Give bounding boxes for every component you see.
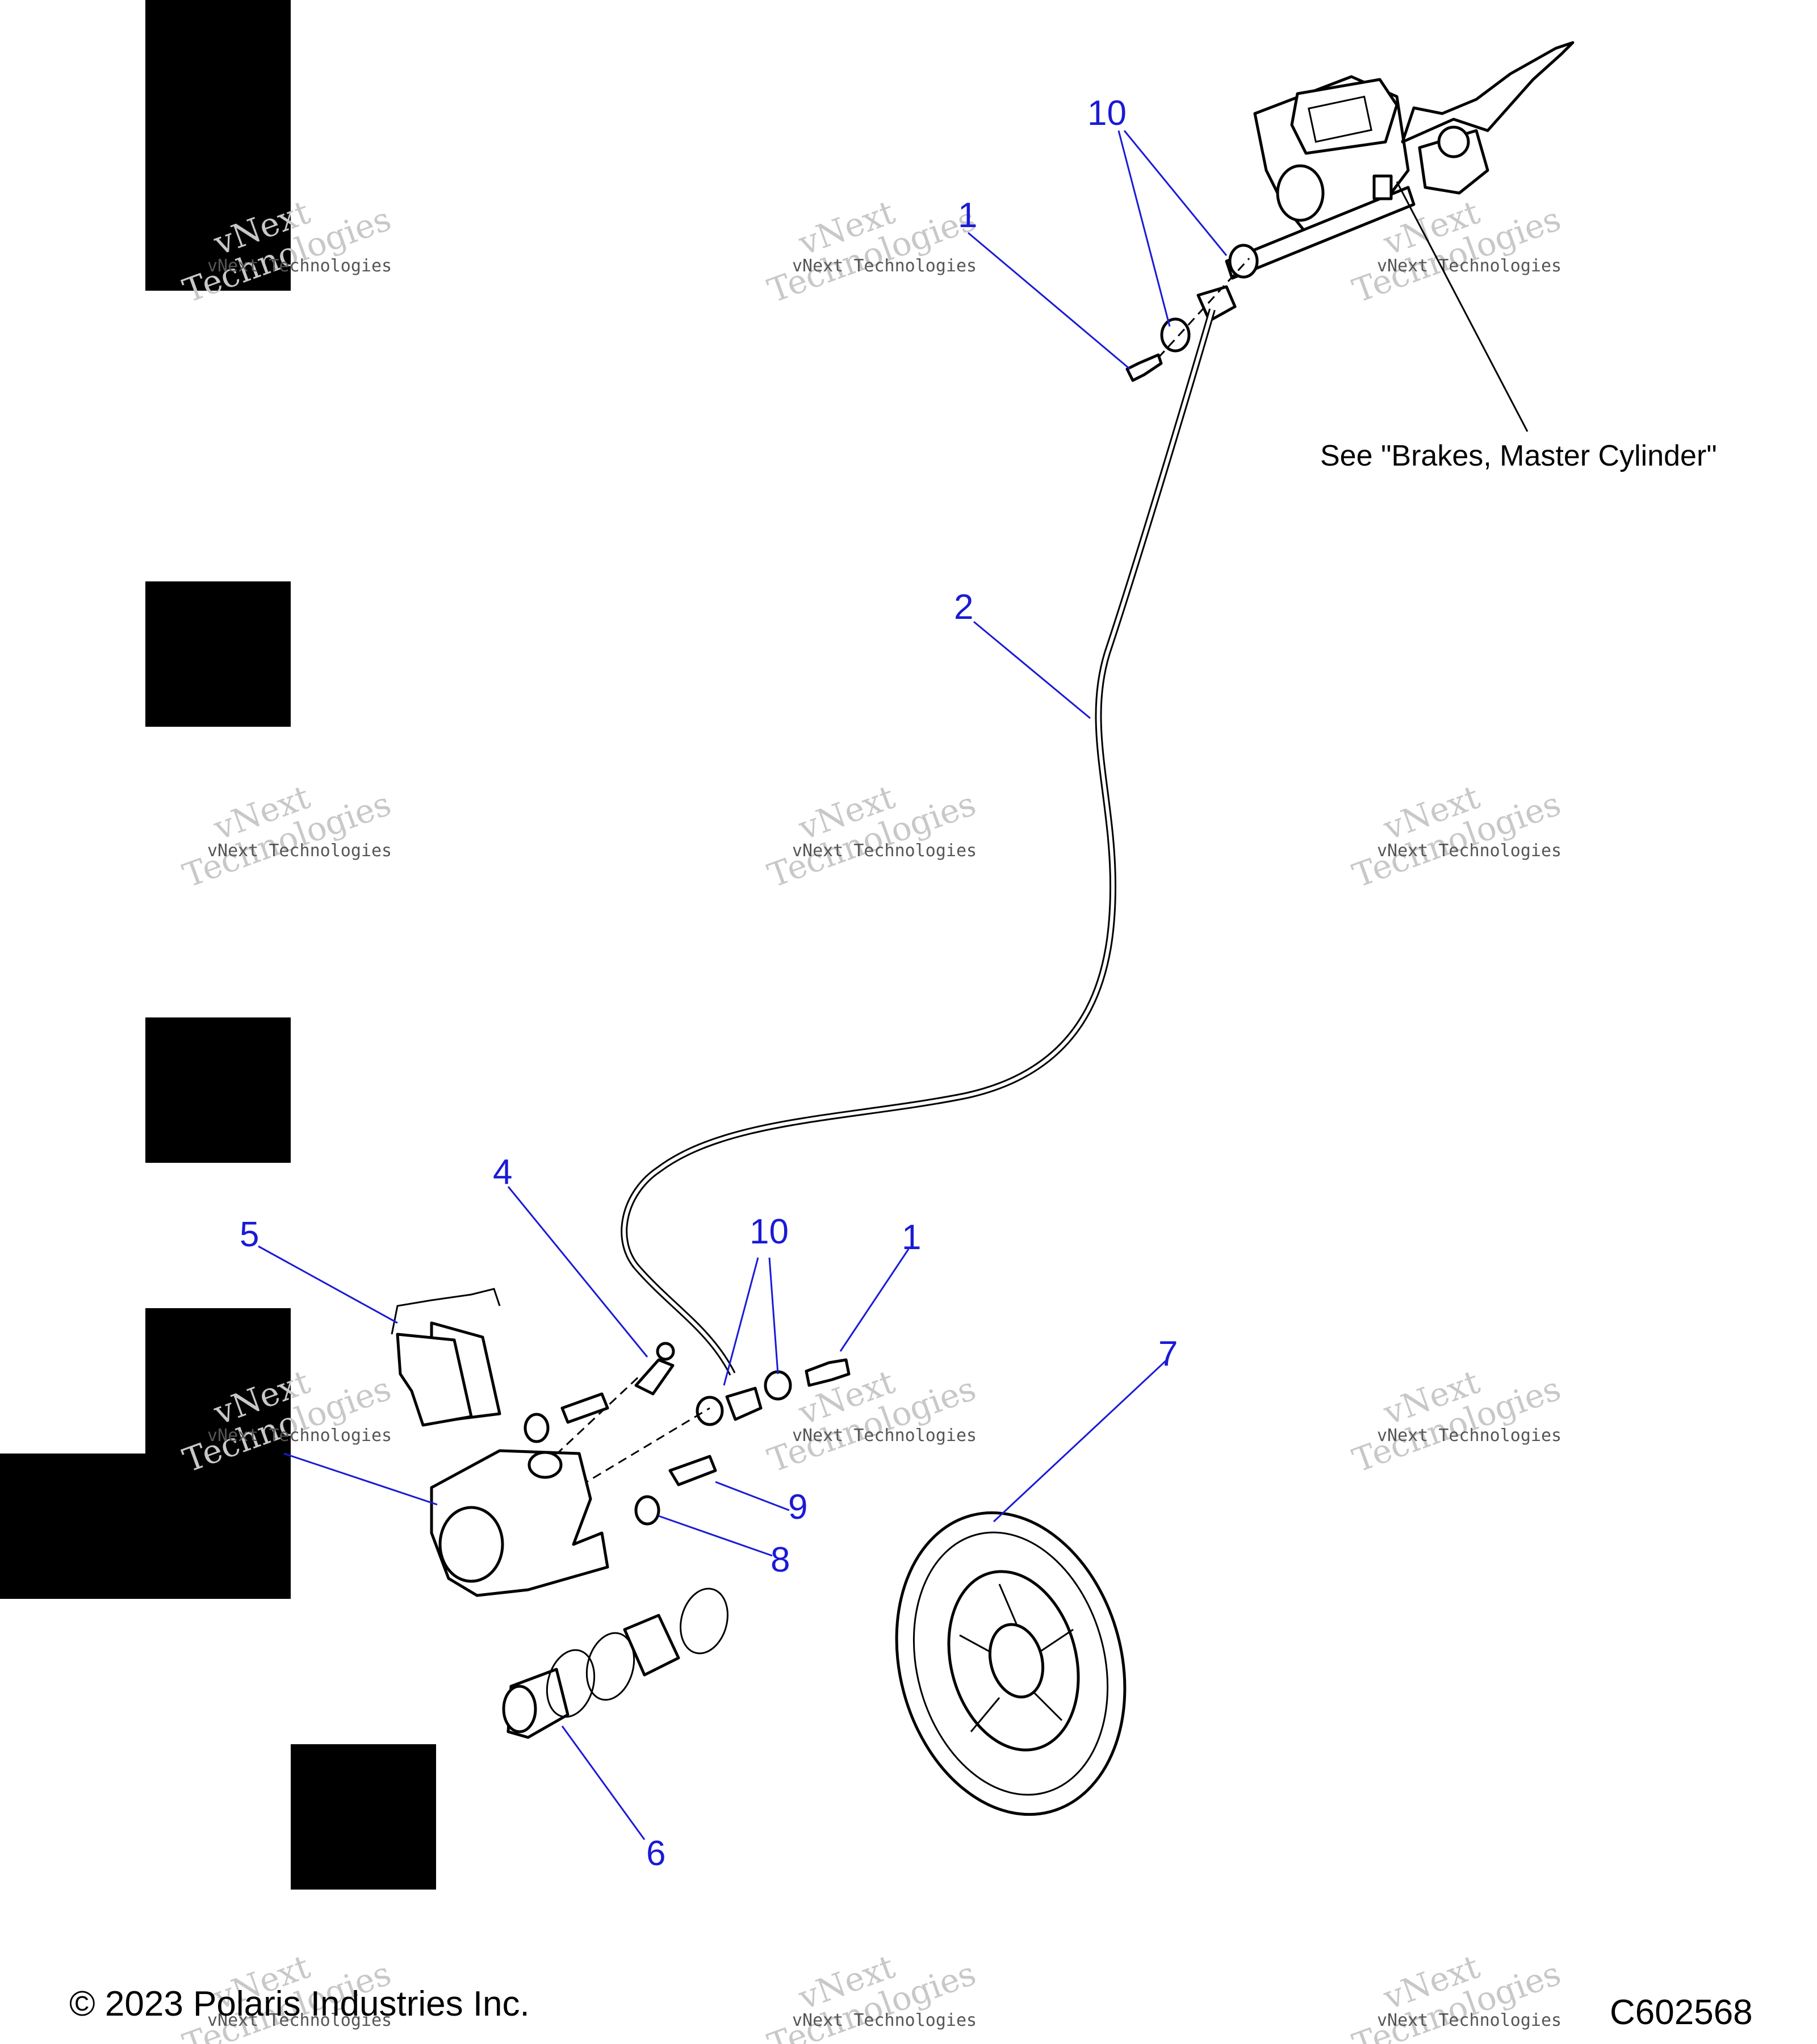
caliper-bolt-upper [560,1392,609,1424]
svg-text:vNext Technologies: vNext Technologies [207,841,392,861]
callout-4: 4 [493,1153,512,1192]
callout-labels: 10 1 2 4 5 10 1 7 9 8 6 [240,94,1178,1873]
master-cylinder-reference-note: See "Brakes, Master Cylinder" [1320,439,1717,472]
svg-text:vNext Technologies: vNext Technologies [207,2011,392,2030]
brake-pads [391,1288,501,1427]
diagram-code: C602568 [1610,1993,1753,2032]
leader-lines [258,130,1529,1840]
svg-text:vNext Technologies: vNext Technologies [1377,2011,1561,2030]
svg-text:vNext Technologies: vNext Technologies [1377,256,1561,276]
redaction-blocks [0,0,436,1890]
master-cylinder-assembly [1225,41,1575,280]
callout-7: 7 [1158,1334,1178,1373]
callout-6: 6 [646,1834,665,1873]
copyright-notice: © 2023 Polaris Industries Inc. [69,1984,530,2024]
svg-text:vNext Technologies: vNext Technologies [207,1426,392,1446]
washer-8 [634,1495,660,1526]
lower-washer-left [696,1396,724,1426]
lower-banjo-bolt [805,1358,851,1387]
callout-8: 8 [771,1540,790,1580]
upper-banjo-fitting [1196,285,1237,322]
brake-disc [895,1511,1127,1816]
callout-9: 9 [788,1488,807,1527]
lower-fasteners [524,1358,851,1526]
bleeder-screw [634,1342,675,1396]
brake-line [621,308,1216,1376]
callout-1-bottom: 1 [902,1218,921,1257]
caliper-bolt-lower [668,1455,717,1486]
svg-text:vNext Technologies: vNext Technologies [207,256,392,276]
lower-banjo-fitting [725,1387,763,1421]
svg-text:vNext Technologies: vNext Technologies [792,256,977,276]
callout-5: 5 [240,1215,259,1254]
svg-text:vNext Technologies: vNext Technologies [1377,841,1561,861]
upper-washer-left [1160,317,1191,353]
brake-caliper [430,1449,609,1597]
lower-washer-right [764,1370,792,1401]
upper-banjo-bolt [1125,353,1163,382]
svg-text:vNext Technologies: vNext Technologies [1377,1426,1561,1446]
piston-assembly [502,1588,729,1739]
upper-washer-right [1228,244,1259,279]
svg-text:vNext Technologies: vNext Technologies [792,841,977,861]
callout-10-bottom: 10 [750,1212,789,1251]
callout-1-top: 1 [958,196,977,235]
upper-fasteners [1125,244,1259,382]
callout-2: 2 [954,588,973,627]
svg-text:vNext Technologies: vNext Technologies [792,2011,977,2030]
callout-10-top: 10 [1087,94,1127,133]
svg-text:vNext Technologies: vNext Technologies [792,1426,977,1446]
